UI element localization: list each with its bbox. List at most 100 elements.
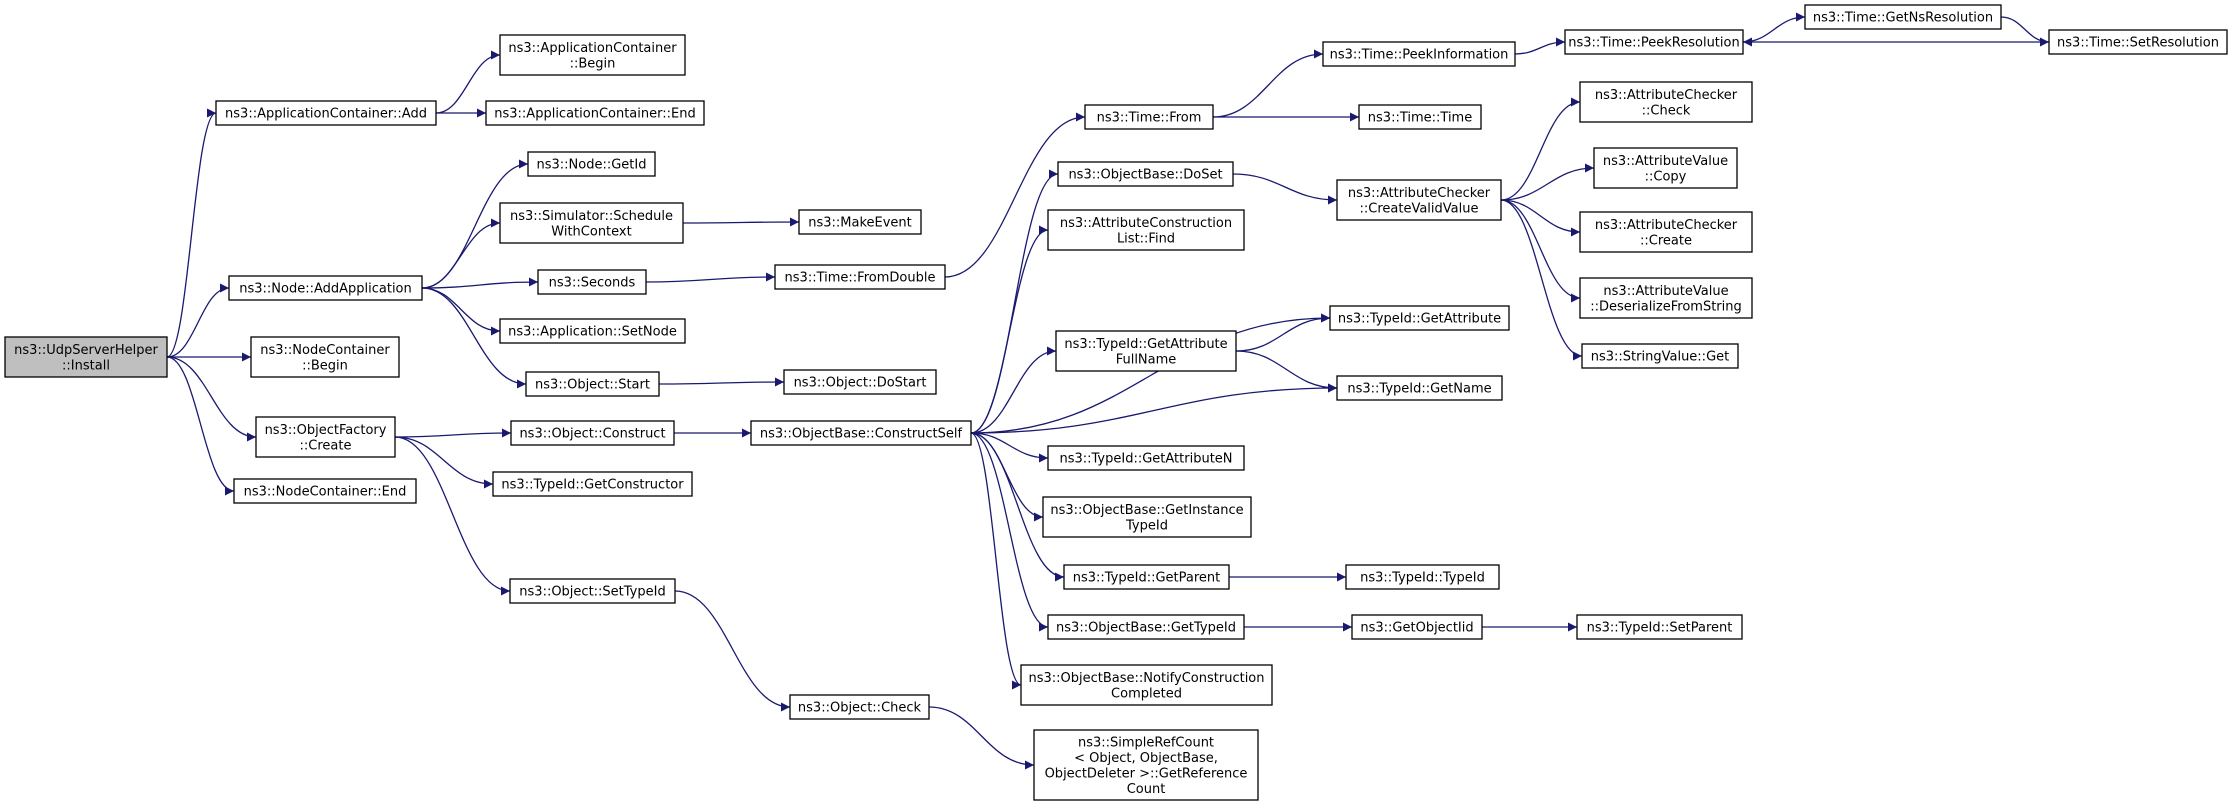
- call-edge: [1500, 97, 1581, 201]
- node-label: ns3::ObjectBase::GetInstance: [1050, 503, 1243, 518]
- function-node[interactable]: ns3::MakeEvent: [798, 209, 922, 235]
- node-box: [1047, 614, 1245, 640]
- function-node[interactable]: ns3::AttributeChecker::Check: [1579, 81, 1753, 123]
- function-node[interactable]: ns3::TypeId::GetName: [1336, 375, 1503, 401]
- node-label: ns3::ObjectBase::ConstructSelf: [760, 427, 963, 442]
- function-node[interactable]: ns3::ObjectBase::NotifyConstructionCompl…: [1020, 664, 1273, 706]
- node-box: [499, 34, 686, 76]
- call-edge: [970, 432, 1022, 690]
- function-node[interactable]: ns3::Seconds: [537, 269, 647, 295]
- call-edge: [1500, 199, 1581, 237]
- function-node[interactable]: ns3::Application::SetNode: [499, 318, 686, 344]
- function-node[interactable]: ns3::NodeContainer::End: [233, 478, 417, 504]
- function-node[interactable]: ns3::GetObjectIid: [1351, 614, 1483, 640]
- function-node[interactable]: ns3::AttributeValue::DeserializeFromStri…: [1579, 277, 1753, 319]
- call-edge: [1500, 199, 1581, 303]
- call-edge: [928, 706, 1035, 770]
- function-node[interactable]: ns3::ApplicationContainer::Add: [215, 100, 437, 126]
- node-label: ns3::Simulator::Schedule: [510, 209, 673, 224]
- function-node[interactable]: ns3::AttributeChecker::CreateValidValue: [1336, 179, 1502, 221]
- function-node[interactable]: ns3::Object::Check: [789, 694, 930, 720]
- function-node[interactable]: ns3::Object::Start: [525, 371, 660, 397]
- node-label: ns3::TypeId::TypeId: [1360, 571, 1485, 586]
- function-node[interactable]: ns3::TypeId::SetParent: [1576, 614, 1743, 640]
- node-label: ns3::Node::GetId: [537, 158, 647, 173]
- node-box: [1063, 564, 1230, 590]
- function-node[interactable]: ns3::Time::SetResolution: [2048, 29, 2228, 55]
- node-label: ::DeserializeFromString: [1590, 299, 1742, 314]
- node-label: ns3::AttributeChecker: [1595, 218, 1738, 233]
- function-node[interactable]: ns3::ObjectFactory::Create: [255, 416, 396, 458]
- node-label: ::CreateValidValue: [1360, 201, 1479, 216]
- node-label: ::Create: [300, 438, 352, 453]
- function-node[interactable]: ns3::ObjectBase::DoSet: [1057, 161, 1234, 187]
- function-node[interactable]: ns3::TypeId::TypeId: [1345, 564, 1500, 590]
- call-edge: [1232, 173, 1338, 205]
- function-node[interactable]: ns3::Object::SetTypeId: [509, 578, 676, 604]
- node-label: ObjectDeleter >::GetReference: [1045, 766, 1248, 781]
- function-node[interactable]: ns3::TypeId::GetParent: [1063, 564, 1230, 590]
- node-label: ns3::UdpServerHelper: [14, 343, 158, 358]
- function-node[interactable]: ns3::ApplicationContainer::Begin: [499, 34, 686, 76]
- function-node[interactable]: ns3::Time::Time: [1358, 104, 1482, 130]
- node-label: ns3::AttributeValue: [1603, 284, 1728, 299]
- node-box: [1579, 81, 1753, 123]
- node-label: ns3::Time::FromDouble: [785, 271, 936, 286]
- node-label: ns3::ApplicationContainer::Add: [225, 107, 427, 122]
- call-edge: [1212, 49, 1324, 118]
- node-box: [1322, 41, 1516, 67]
- function-node[interactable]: ns3::Time::FromDouble: [774, 264, 946, 290]
- function-node[interactable]: ns3::AttributeValue::Copy: [1593, 147, 1738, 189]
- node-label: ns3::TypeId::GetAttributeN: [1059, 452, 1232, 467]
- function-node[interactable]: ns3::TypeId::GetConstructor: [492, 471, 693, 497]
- node-label: ns3::Time::Time: [1368, 111, 1472, 126]
- node-label: ns3::ObjectBase::DoSet: [1068, 168, 1222, 183]
- node-box: [525, 371, 660, 397]
- function-node[interactable]: ns3::Time::GetNsResolution: [1804, 4, 2002, 30]
- call-edge: [944, 112, 1086, 278]
- node-label: ns3::ObjectBase::NotifyConstruction: [1029, 671, 1265, 686]
- function-node[interactable]: ns3::Time::PeekResolution: [1564, 29, 1744, 55]
- function-node[interactable]: ns3::Node::AddApplication: [228, 275, 423, 301]
- function-node[interactable]: ns3::StringValue::Get: [1581, 343, 1739, 369]
- node-label: ns3::AttributeValue: [1603, 154, 1728, 169]
- function-node[interactable]: ns3::Time::PeekInformation: [1322, 41, 1516, 67]
- node-label: ns3::NodeContainer: [260, 343, 390, 358]
- function-node[interactable]: ns3::Node::GetId: [527, 151, 656, 177]
- function-node[interactable]: ns3::ApplicationContainer::End: [485, 100, 705, 126]
- call-edge: [421, 287, 501, 336]
- node-label: ns3::StringValue::Get: [1591, 350, 1729, 365]
- function-node[interactable]: ns3::NodeContainer::Begin: [250, 336, 400, 378]
- function-node[interactable]: ns3::ObjectBase::ConstructSelf: [750, 420, 972, 446]
- node-box: [1042, 496, 1252, 538]
- node-label: ns3::Object::DoStart: [794, 376, 927, 391]
- node-box: [798, 209, 922, 235]
- function-node[interactable]: ns3::Object::Construct: [510, 420, 675, 446]
- node-box: [2048, 29, 2228, 55]
- function-node[interactable]: ns3::Object::DoStart: [783, 369, 937, 395]
- function-node[interactable]: ns3::Time::From: [1084, 104, 1214, 130]
- call-edge: [970, 432, 1044, 522]
- node-label: ns3::AttributeChecker: [1595, 88, 1738, 103]
- call-edge: [970, 383, 1338, 434]
- node-box: [1576, 614, 1743, 640]
- node-box: [1351, 614, 1483, 640]
- node-box: [215, 100, 437, 126]
- function-node[interactable]: ns3::TypeId::GetAttributeN: [1047, 445, 1245, 471]
- node-label: ns3::MakeEvent: [808, 216, 912, 231]
- node-box: [233, 478, 417, 504]
- node-label: ns3::Application::SetNode: [508, 325, 677, 340]
- call-edge: [2000, 16, 2050, 47]
- function-node[interactable]: ns3::TypeId::GetAttribute: [1329, 305, 1510, 331]
- node-label: ns3::Object::Construct: [519, 427, 665, 442]
- node-box: [750, 420, 972, 446]
- function-node[interactable]: ns3::SimpleRefCount< Object, ObjectBase,…: [1033, 729, 1259, 801]
- node-label: ns3::Object::Start: [535, 378, 650, 393]
- function-node[interactable]: ns3::ObjectBase::GetTypeId: [1047, 614, 1245, 640]
- function-node[interactable]: ns3::AttributeChecker::Create: [1579, 211, 1753, 253]
- root-function-node[interactable]: ns3::UdpServerHelper::Install: [4, 336, 168, 378]
